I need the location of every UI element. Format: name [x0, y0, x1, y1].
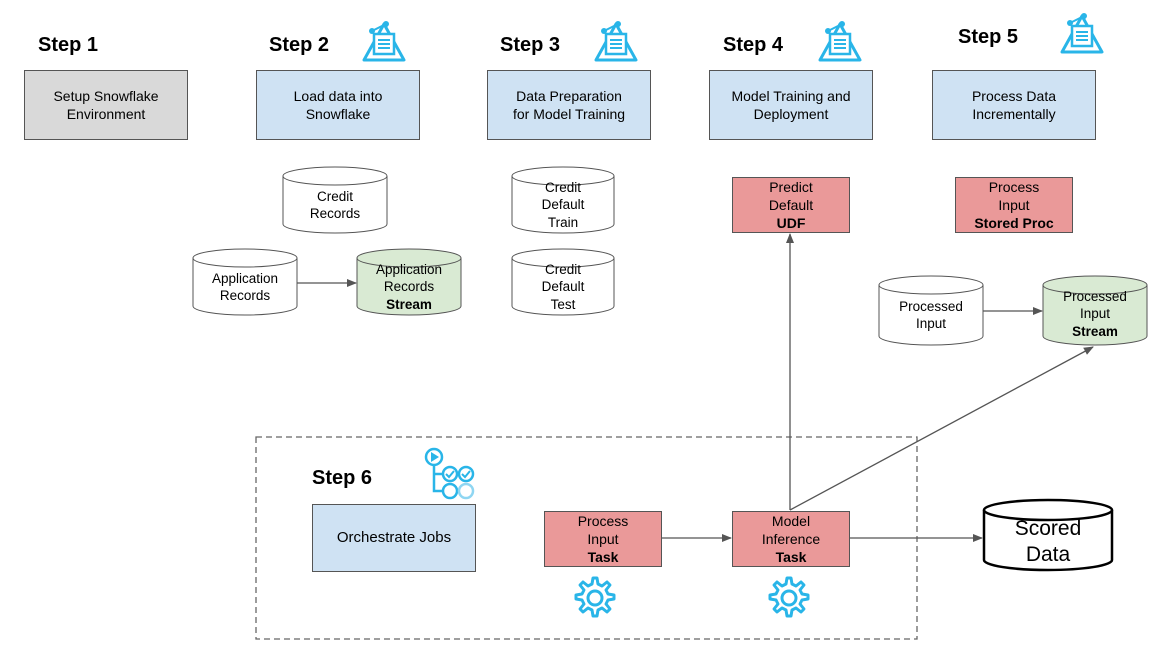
inference-task-line-1: Model	[771, 513, 811, 529]
cylinder-application-records	[192, 248, 298, 316]
cylinder-credit-records	[282, 166, 388, 234]
credit-records-line-2: Records	[309, 206, 361, 221]
scored-data-line-2: Data	[1025, 543, 1071, 566]
step-6-box: Orchestrate Jobs	[312, 504, 476, 572]
cylinder-credit-default-test	[511, 248, 615, 316]
train-line-3: Train	[547, 214, 579, 230]
scored-data-line-1: Scored	[1014, 517, 1082, 540]
application-records-label: Application Records	[193, 267, 297, 307]
process-input-task-box: Process Input Task	[544, 511, 662, 567]
proc-line-1: Process	[988, 179, 1040, 195]
process-task-type-label: Task	[587, 549, 619, 565]
app-stream-type-label: Stream	[386, 296, 432, 312]
step-5-title: Step 5	[958, 26, 1019, 48]
step-6-title: Step 6	[312, 467, 373, 489]
scored-data-label: Scored Data	[984, 516, 1112, 568]
workflow-icon	[424, 447, 475, 500]
inference-task-line-2: Inference	[761, 531, 821, 547]
step-2-box: Load data into Snowflake	[256, 70, 420, 140]
test-line-3: Test	[550, 296, 576, 312]
train-line-1: Credit	[544, 179, 581, 195]
step-4-box: Model Training and Deployment	[709, 70, 873, 140]
step-2-line-1: Load data into	[293, 88, 383, 104]
udf-type-label: UDF	[776, 215, 806, 231]
test-line-2: Default	[541, 279, 585, 295]
jupyter-notebook-icon	[818, 19, 862, 62]
proc-stream-line-2: Input	[1079, 306, 1111, 322]
credit-records-line-1: Credit	[316, 188, 353, 204]
process-input-stored-proc-box: Process Input Stored Proc	[955, 177, 1073, 233]
cylinder-processed-input	[878, 275, 984, 346]
step-3-line-1: Data Preparation	[516, 88, 622, 104]
process-task-line-1: Process	[577, 513, 629, 529]
step-5-line-1: Process Data	[971, 88, 1057, 104]
jupyter-notebook-icon	[1060, 11, 1104, 54]
model-inference-task-box: Model Inference Task	[732, 511, 850, 567]
step-3-title: Step 3	[500, 34, 561, 56]
step-1-line-2: Environment	[66, 106, 146, 122]
udf-line-1: Predict	[769, 179, 813, 195]
gear-icon	[574, 576, 616, 618]
predict-default-udf-box: Predict Default UDF	[732, 177, 850, 233]
test-line-1: Credit	[544, 261, 581, 277]
step-4-line-1: Model Training and	[731, 88, 851, 104]
jupyter-notebook-icon	[594, 19, 638, 62]
step-1-box: Setup Snowflake Environment	[24, 70, 188, 140]
credit-records-label: Credit Records	[283, 185, 387, 225]
proc-stream-type-label: Stream	[1072, 323, 1118, 339]
step-4-line-2: Deployment	[753, 106, 829, 122]
processed-input-stream-label: Processed Input Stream	[1043, 288, 1147, 340]
step-2-title: Step 2	[269, 34, 330, 56]
cylinder-scored-data	[982, 498, 1114, 572]
step-4-title: Step 4	[723, 34, 784, 56]
gear-icon	[768, 576, 810, 618]
credit-default-train-label: Credit Default Train	[512, 179, 614, 231]
udf-line-2: Default	[768, 197, 814, 213]
train-line-2: Default	[541, 197, 585, 213]
step-1-title: Step 1	[38, 34, 99, 56]
step-3-box: Data Preparation for Model Training	[487, 70, 651, 140]
processed-input-line-2: Input	[915, 316, 947, 331]
jupyter-notebook-icon	[362, 19, 406, 62]
arrow-inference-to-processed-stream	[789, 346, 1094, 511]
processed-input-line-1: Processed	[899, 298, 963, 314]
proc-type-label: Stored Proc	[974, 215, 1054, 231]
cylinder-application-records-stream	[356, 248, 462, 316]
application-records-line-2: Records	[219, 288, 271, 303]
credit-default-test-label: Credit Default Test	[512, 261, 614, 313]
app-stream-line-2: Records	[383, 279, 435, 295]
cylinder-credit-default-train	[511, 166, 615, 234]
step-2-line-2: Snowflake	[305, 106, 371, 122]
process-task-line-2: Input	[587, 531, 619, 547]
step-6-line-1: Orchestrate Jobs	[336, 529, 452, 546]
proc-line-2: Input	[998, 197, 1030, 213]
step-3-line-2: for Model Training	[512, 106, 626, 122]
inference-task-type-label: Task	[775, 549, 807, 565]
step-5-line-2: Incrementally	[972, 106, 1056, 122]
application-records-stream-label: Application Records Stream	[357, 261, 461, 313]
step-1-line-1: Setup Snowflake	[53, 88, 159, 104]
proc-stream-line-1: Processed	[1063, 288, 1127, 304]
application-records-line-1: Application	[211, 270, 279, 286]
cylinder-processed-input-stream	[1042, 275, 1148, 346]
step-5-box: Process Data Incrementally	[932, 70, 1096, 140]
app-stream-line-1: Application	[375, 261, 443, 277]
processed-input-label: Processed Input	[879, 295, 983, 335]
